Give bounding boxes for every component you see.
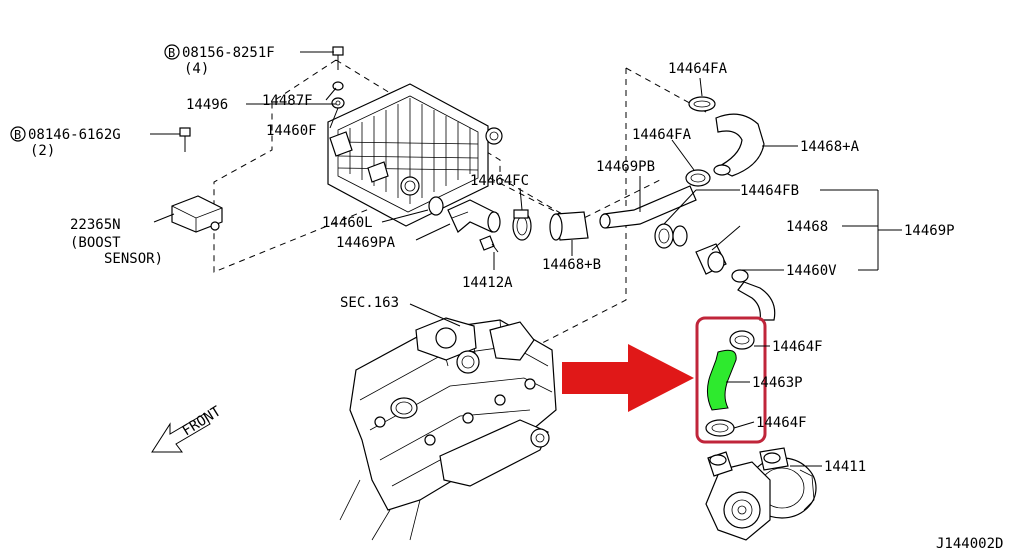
engine-drawing: [339, 317, 557, 541]
label-14411: 14411: [824, 459, 866, 475]
label-boost: (BOOST: [70, 235, 121, 251]
label-14469PA: 14469PA: [336, 235, 396, 251]
assembly-outline: [213, 59, 707, 381]
label-14463P: 14463P: [752, 375, 803, 391]
pipe-14469PA-drawing: [447, 199, 501, 233]
clamp-14464FB-drawing: [654, 223, 688, 249]
boost-sensor-drawing: [171, 195, 223, 233]
intercooler-drawing: [327, 83, 503, 227]
label-sec163: SEC.163: [340, 295, 399, 311]
label-14464FA-top: 14464FA: [668, 61, 728, 77]
highlight-box: [695, 316, 767, 444]
label-14464F-top: 14464F: [772, 339, 823, 355]
bolt-quantity: (2): [30, 143, 55, 159]
label-14460F: 14460F: [266, 123, 317, 139]
bolt-circle-letter: B: [168, 46, 175, 60]
label-14464FB: 14464FB: [740, 183, 799, 199]
part-labels: 14496 14487F 14460F 22365N (BOOST SENSOR…: [70, 61, 1003, 552]
label-22365N: 22365N: [70, 217, 121, 233]
hose-14468-drawing: [695, 243, 727, 275]
hose-14463P-drawing: [705, 330, 755, 437]
clamp-14464FC-drawing: [512, 209, 532, 241]
bolt-circle-letter: B: [14, 128, 21, 142]
hose-14468A-drawing: [713, 113, 765, 177]
label-14412A: 14412A: [462, 275, 513, 291]
label-14496: 14496: [186, 97, 228, 113]
label-14464FC: 14464FC: [470, 173, 529, 189]
leader-lines: [150, 51, 902, 467]
label-sensor: SENSOR): [104, 251, 163, 267]
bolt-14412A-drawing: [479, 235, 499, 253]
label-14469P: 14469P: [904, 223, 955, 239]
pointer-arrow: [562, 344, 694, 412]
bolt-08156-drawing: [331, 46, 345, 109]
label-14487F: 14487F: [262, 93, 313, 109]
bolt-callout-08146: B 08146-6162G (2): [10, 126, 121, 159]
clamps-14464FA-drawing: [685, 96, 716, 187]
bolt-part-number: 08146-6162G: [28, 127, 121, 143]
turbocharger-drawing: [705, 447, 817, 541]
front-label: FRONT: [180, 403, 225, 439]
diagram-id: J144002D: [936, 536, 1003, 552]
bolt-part-number: 08156-8251F: [182, 45, 275, 61]
label-14469PB: 14469PB: [596, 159, 655, 175]
hose-14468B-drawing: [549, 211, 589, 241]
bolt-callout-08156: B 08156-8251F (4): [164, 44, 275, 77]
label-14464F-bottom: 14464F: [756, 415, 807, 431]
pipe-14469PB-drawing: [599, 185, 697, 229]
pipe-14460V-drawing: [731, 269, 776, 321]
label-14468: 14468: [786, 219, 828, 235]
bolt-quantity: (4): [184, 61, 209, 77]
gasket-14460L-drawing: [428, 196, 444, 216]
label-14468A: 14468+A: [800, 139, 860, 155]
front-direction-indicator: FRONT: [151, 403, 225, 453]
label-14464FA-mid: 14464FA: [632, 127, 692, 143]
bolt-08146-drawing: [179, 127, 191, 152]
label-14460V: 14460V: [786, 263, 837, 279]
label-14468B: 14468+B: [542, 257, 601, 273]
label-14460L: 14460L: [322, 215, 373, 231]
